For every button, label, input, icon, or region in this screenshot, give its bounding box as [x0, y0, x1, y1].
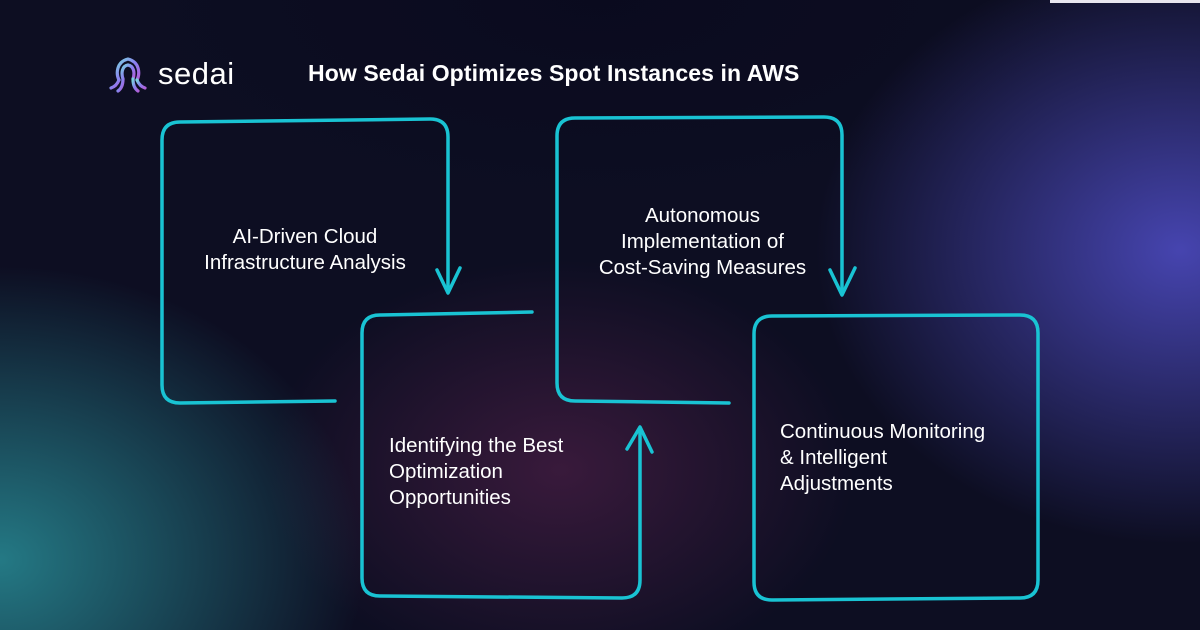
sedai-logo: sedai — [108, 54, 235, 94]
step-3-label: Autonomous Implementation of Cost-Saving… — [598, 204, 807, 279]
step-3-box — [555, 115, 844, 405]
step-4-label: Continuous Monitoring & Intelligent Adju… — [780, 420, 986, 495]
brand-name: sedai — [158, 56, 235, 91]
step-1-box — [160, 117, 450, 405]
step-3-arrow-head — [828, 266, 857, 297]
page-title: How Sedai Optimizes Spot Instances in AW… — [308, 60, 800, 86]
sedai-octopus-logo-icon — [109, 57, 147, 93]
step-4-box — [752, 313, 1040, 602]
step-1-label: AI-Driven Cloud Infrastructure Analysis — [204, 225, 406, 274]
step-1-arrow-head — [435, 266, 462, 295]
step-2-arrow-head — [625, 425, 654, 454]
step-2-box — [360, 310, 642, 600]
top-right-corner-mark — [1050, 0, 1200, 3]
step-2-label: Identifying the Best Optimization Opport… — [389, 434, 564, 509]
